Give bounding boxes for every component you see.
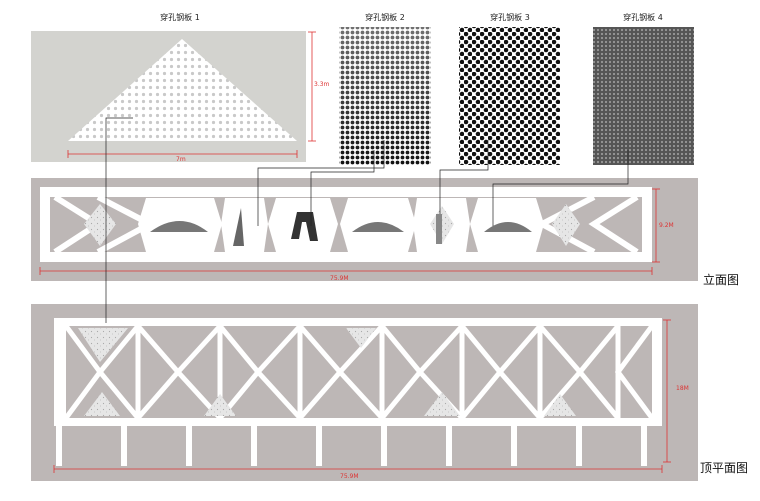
panel-1-title: 穿孔钢板 1 [160,13,200,22]
panel-4 [593,27,694,165]
panel-4-title: 穿孔钢板 4 [623,13,663,22]
panel-1 [31,31,316,162]
elevation-height-label: 9.2M [659,222,674,229]
panel-3 [459,27,560,165]
plan-width-label: 75.9M [340,473,359,480]
panel-3-title: 穿孔钢板 3 [490,13,530,22]
plan-height-label: 18M [676,385,689,392]
plan-label: 顶平面图 [700,461,749,475]
elevation-label: 立面图 [703,273,740,287]
plan-view [31,304,698,481]
panel-1-width-label: 7m [176,156,186,163]
panel-2 [339,27,431,165]
elevation-width-label: 75.9M [330,275,349,282]
panel-2-title: 穿孔钢板 2 [365,13,405,22]
elevation-view [31,178,698,281]
leader-lines [105,117,629,323]
panel-1-height-label: 3.3m [314,81,330,88]
